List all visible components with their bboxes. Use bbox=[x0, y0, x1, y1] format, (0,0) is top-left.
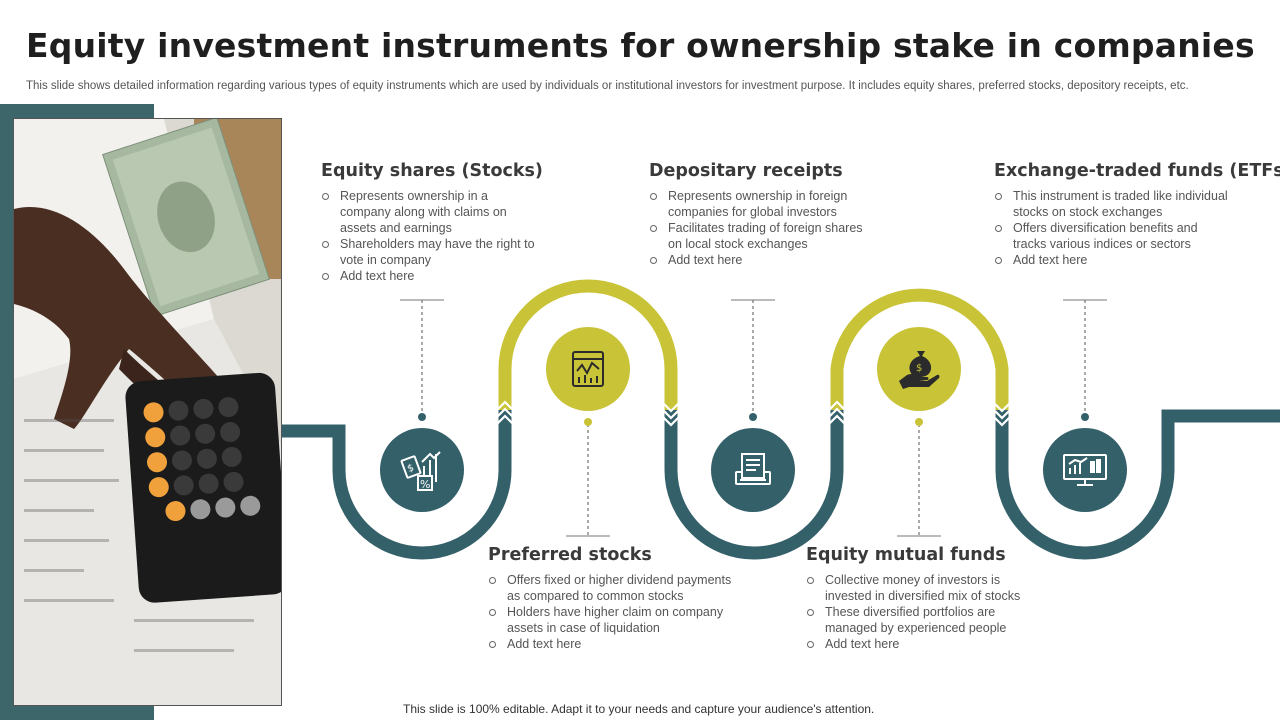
card-heading: Depositary receipts bbox=[649, 161, 843, 181]
card-bullet: Collective money of investors is investe… bbox=[806, 572, 1046, 604]
card-depositary-receipts: Depositary receipts Represents ownership… bbox=[649, 161, 877, 268]
card-bullet: Represents ownership in a company along … bbox=[321, 188, 541, 236]
slide-subtitle: This slide shows detailed information re… bbox=[26, 80, 1189, 92]
monitor-chart-icon bbox=[1043, 428, 1127, 512]
card-etfs: Exchange-traded funds (ETFs) This instru… bbox=[994, 161, 1280, 268]
svg-text:$: $ bbox=[406, 462, 416, 475]
slide-title: Equity investment instruments for owners… bbox=[26, 26, 1255, 65]
card-bullet: Add text here bbox=[649, 252, 877, 268]
card-bullet: Add text here bbox=[321, 268, 541, 284]
card-bullet: Represents ownership in foreign companie… bbox=[649, 188, 877, 220]
stock-growth-icon: $ % bbox=[380, 428, 464, 512]
card-bullet: Offers fixed or higher dividend payments… bbox=[488, 572, 738, 604]
timeline-segment-3 bbox=[664, 410, 844, 560]
card-bullet: Holders have higher claim on company ass… bbox=[488, 604, 738, 636]
slide-footer: This slide is 100% editable. Adapt it to… bbox=[403, 702, 875, 716]
receipt-icon bbox=[711, 428, 795, 512]
timeline-segment-2 bbox=[498, 279, 678, 410]
card-heading: Preferred stocks bbox=[488, 545, 652, 565]
calculator-photo-illustration bbox=[14, 119, 281, 705]
card-equity-shares: Equity shares (Stocks) Represents owners… bbox=[321, 161, 543, 284]
card-heading: Equity mutual funds bbox=[806, 545, 1006, 565]
svg-text:%: % bbox=[420, 478, 430, 491]
timeline-segment-1 bbox=[282, 410, 512, 560]
card-heading: Equity shares (Stocks) bbox=[321, 161, 543, 181]
card-bullet: Shareholders may have the right to vote … bbox=[321, 236, 541, 268]
card-bullet: These diversified portfolios are managed… bbox=[806, 604, 1046, 636]
card-bullet: This instrument is traded like individua… bbox=[994, 188, 1234, 220]
card-bullet: Add text here bbox=[488, 636, 738, 652]
money-bag-hand-icon: $ bbox=[877, 327, 961, 411]
card-equity-mutual-funds: Equity mutual funds Collective money of … bbox=[806, 545, 1046, 652]
calculator-photo bbox=[13, 118, 282, 706]
card-bullet: Facilitates trading of foreign shares on… bbox=[649, 220, 877, 252]
card-bullet: Add text here bbox=[994, 252, 1234, 268]
card-preferred-stocks: Preferred stocks Offers fixed or higher … bbox=[488, 545, 738, 652]
stock-chart-board-icon bbox=[546, 327, 630, 411]
card-bullet: Add text here bbox=[806, 636, 1046, 652]
svg-text:$: $ bbox=[916, 363, 922, 374]
timeline-segment-5 bbox=[995, 409, 1280, 560]
card-bullet: Offers diversification benefits and trac… bbox=[994, 220, 1234, 252]
timeline-segment-4 bbox=[830, 288, 1009, 410]
card-heading: Exchange-traded funds (ETFs) bbox=[994, 161, 1280, 181]
